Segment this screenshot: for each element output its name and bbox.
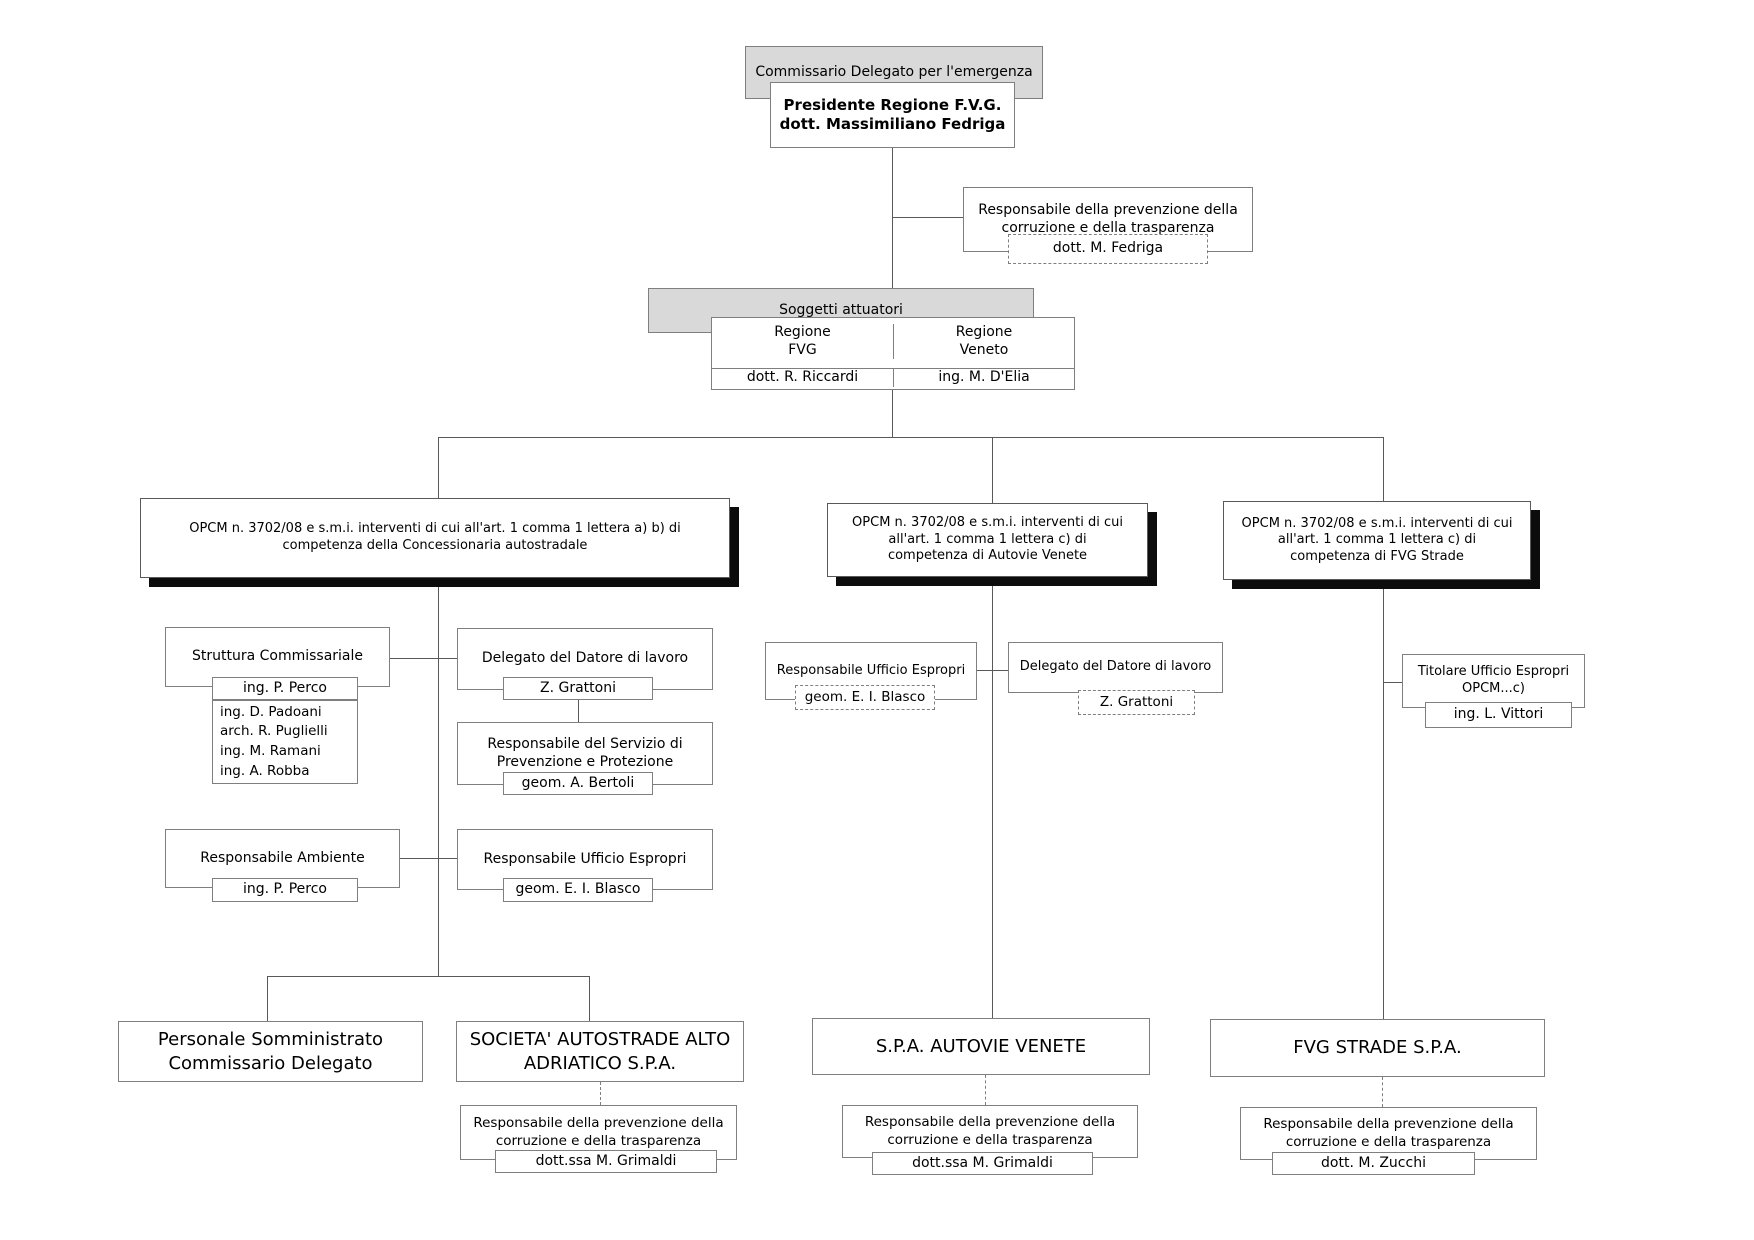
connector-line bbox=[1383, 437, 1384, 501]
connector-line bbox=[1383, 682, 1402, 683]
connector-line bbox=[892, 148, 893, 288]
box-rpct-fvg-strade-name: dott. M. Zucchi bbox=[1272, 1152, 1475, 1175]
connector-line bbox=[578, 700, 579, 722]
box-espropri-commissariale-name: geom. E. I. Blasco bbox=[503, 878, 653, 902]
connector-line-dashed bbox=[985, 1075, 986, 1105]
box-rpct-top-name: dott. M. Fedriga bbox=[1008, 234, 1208, 264]
soggetti-name-fvg: dott. R. Riccardi bbox=[712, 368, 893, 387]
box-opcm-autovie: OPCM n. 3702/08 e s.m.i. interventi di c… bbox=[827, 503, 1148, 577]
box-opcm-concessionaria: OPCM n. 3702/08 e s.m.i. interventi di c… bbox=[140, 498, 730, 578]
box-delegato-datore-1-name: Z. Grattoni bbox=[503, 677, 653, 700]
soggetti-region-fvg: Regione FVG bbox=[774, 323, 831, 358]
box-servizio-prevenzione-name: geom. A. Bertoli bbox=[503, 772, 653, 795]
connector-line bbox=[400, 858, 457, 859]
connector-line bbox=[267, 976, 268, 1021]
connector-line bbox=[267, 976, 589, 977]
connector-line-dashed bbox=[600, 1082, 601, 1105]
box-rpct-saaa-name: dott.ssa M. Grimaldi bbox=[495, 1150, 717, 1173]
connector-line bbox=[992, 577, 993, 1018]
box-fvg-strade: FVG STRADE S.P.A. bbox=[1210, 1019, 1545, 1077]
box-titolare-espropri-name: ing. L. Vittori bbox=[1425, 702, 1572, 728]
connector-line bbox=[977, 670, 1008, 671]
box-espropri-autovie-name: geom. E. I. Blasco bbox=[795, 685, 935, 710]
box-rpct-fvg-strade: Responsabile della prevenzione della cor… bbox=[1240, 1107, 1537, 1160]
connector-line bbox=[1383, 580, 1384, 1019]
box-struttura-name: ing. P. Perco bbox=[212, 677, 358, 700]
box-societa-autostrade: SOCIETA' AUTOSTRADE ALTO ADRIATICO S.P.A… bbox=[456, 1021, 744, 1082]
box-delegato-datore-2: Delegato del Datore di lavoro bbox=[1008, 642, 1223, 693]
soggetti-region-veneto: Regione Veneto bbox=[893, 323, 1074, 360]
soggetti-table: Regione FVG Regione Veneto dott. R. Ricc… bbox=[711, 317, 1075, 390]
connector-line bbox=[438, 578, 439, 976]
box-delegato-datore-2-name: Z. Grattoni bbox=[1078, 690, 1195, 715]
connector-line bbox=[992, 437, 993, 503]
box-presidente: Presidente Regione F.V.G. dott. Massimil… bbox=[770, 82, 1015, 148]
box-titolare-espropri: Titolare Ufficio Espropri OPCM...c) bbox=[1402, 654, 1585, 708]
box-struttura-staff: ing. D. Padoani arch. R. Puglielli ing. … bbox=[212, 700, 358, 784]
soggetti-name-veneto: ing. M. D'Elia bbox=[893, 368, 1074, 387]
box-resp-ambiente-name: ing. P. Perco bbox=[212, 878, 358, 902]
connector-line bbox=[390, 658, 457, 659]
connector-line-dashed bbox=[1382, 1077, 1383, 1107]
connector-line bbox=[438, 437, 1383, 438]
connector-line bbox=[892, 390, 893, 437]
box-personale-somministrato: Personale Somministrato Commissario Dele… bbox=[118, 1021, 423, 1082]
box-opcm-fvg-strade: OPCM n. 3702/08 e s.m.i. interventi di c… bbox=[1223, 501, 1531, 580]
box-autovie-venete: S.P.A. AUTOVIE VENETE bbox=[812, 1018, 1150, 1075]
connector-line bbox=[892, 217, 963, 218]
box-rpct-autovie: Responsabile della prevenzione della cor… bbox=[842, 1105, 1138, 1158]
connector-line bbox=[589, 976, 590, 1021]
connector-line bbox=[438, 437, 439, 498]
box-rpct-autovie-name: dott.ssa M. Grimaldi bbox=[872, 1152, 1093, 1175]
